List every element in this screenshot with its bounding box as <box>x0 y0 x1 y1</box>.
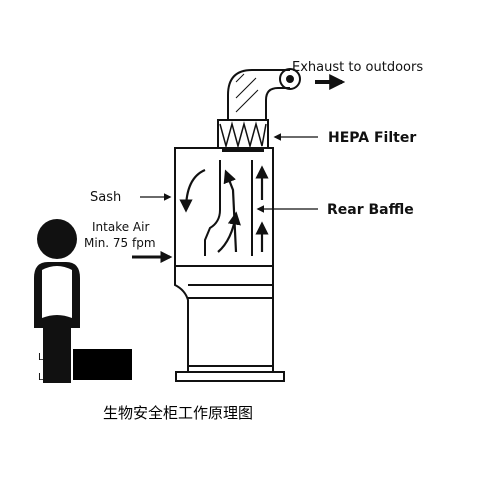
svg-text:L: L <box>38 372 44 383</box>
airflow-arrow-center-up <box>217 211 241 253</box>
figure-caption: 生物安全柜工作原理图 <box>103 404 253 422</box>
sash-label: Sash <box>90 190 121 205</box>
airflow-arrow-center-down <box>223 169 238 253</box>
sash-panel <box>204 160 221 256</box>
rear-baffle-label: Rear Baffle <box>327 202 414 218</box>
hepa-filter-label: HEPA Filter <box>328 130 416 146</box>
exhaust-label: Exhaust to outdoors <box>292 60 423 75</box>
redaction-block <box>73 349 132 380</box>
operator-figure: L L <box>34 219 80 383</box>
operator-head <box>37 219 77 259</box>
intake-speed-label: Min. 75 fpm <box>84 236 156 250</box>
intake-air-label: Intake Air <box>92 220 149 234</box>
airflow-arrow-left <box>179 168 206 213</box>
exhaust-duct <box>227 68 301 120</box>
fan-icon <box>279 68 301 90</box>
svg-text:L: L <box>38 352 44 363</box>
cabinet-body <box>174 147 285 382</box>
airflow-arrows <box>179 165 269 253</box>
